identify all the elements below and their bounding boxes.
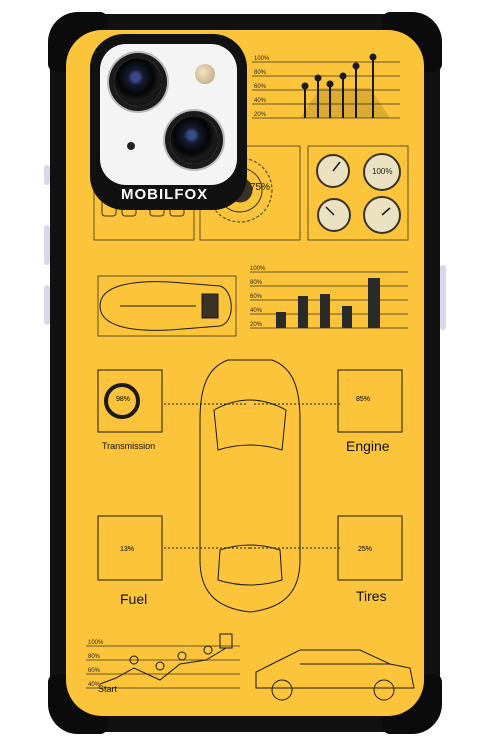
bottom-chart-tick: 80% [88,654,101,660]
transmission-label: Transmission [102,441,156,451]
flash-icon [195,64,215,84]
bottom-chart-tick: 40% [88,682,101,688]
fuel-value: 13% [120,546,135,553]
mid-chart-tick: 40% [250,308,263,314]
mid-chart-tick: 60% [250,294,263,300]
camera-lens-icon [114,58,162,106]
tires-label: Tires [356,588,387,604]
side-button [44,165,50,185]
microphone-icon [127,142,135,150]
volume-up-button [44,225,50,265]
gauge-dial-value: 100% [372,167,393,176]
bottom-chart-tick: 100% [88,640,104,646]
gauge-center-value: 75% [250,182,271,193]
engine-label: Engine [346,438,390,454]
brand-logo: MOBILFOX [121,186,209,203]
top-chart-tick: 40% [254,98,267,104]
transmission-value: 98% [116,396,131,403]
top-chart-tick: 20% [254,112,267,118]
route-start-label: Start [98,684,118,694]
mid-chart-tick: 20% [250,322,263,328]
mid-chart-tick: 100% [250,266,266,272]
power-button [440,265,446,330]
top-chart-tick: 80% [254,70,267,76]
camera-lens-icon [170,116,218,164]
top-chart-tick: 100% [254,56,270,62]
bottom-chart-tick: 60% [88,668,101,674]
fuel-label: Fuel [120,591,148,607]
top-chart-tick: 60% [254,84,267,90]
volume-down-button [44,285,50,325]
engine-value: 85% [356,396,371,403]
mid-chart-tick: 80% [250,280,263,286]
tires-value: 25% [358,546,373,553]
